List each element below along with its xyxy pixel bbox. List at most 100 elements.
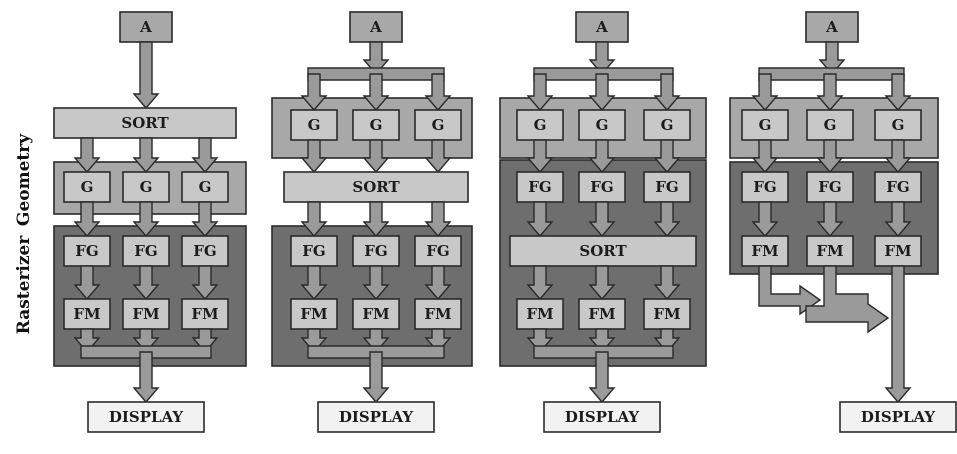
stage-box-3-1-3 (643, 109, 691, 141)
arrow-fg-fm-1-2 (191, 265, 219, 301)
arrow-split-g-3-1 (588, 73, 616, 112)
arrow-fg-fm-4-1 (816, 201, 844, 238)
stage-box-4-1-2 (806, 109, 854, 141)
stage-label-4-2-2: FG (818, 178, 841, 196)
stage-label-2-4-3: FM (424, 305, 451, 323)
arrow-sort-fm-3-1 (588, 265, 616, 301)
stage-box-3-4-2 (578, 298, 626, 330)
stage-label-1-2-2: G (140, 178, 153, 196)
stage-box-2-1-3 (414, 109, 462, 141)
arrow-fg-fm-2-1 (362, 265, 390, 301)
stage-label-1-3-2: FG (134, 242, 157, 260)
sort-bar-3 (509, 235, 697, 267)
arrow-sort-fg-2-1 (362, 201, 390, 238)
arrow-fm-merge-2-2 (424, 328, 452, 354)
stage-label-1-3-3: FG (193, 242, 216, 260)
display-box-4 (839, 401, 957, 433)
rasterizer-side-label: Rasterizer (14, 235, 34, 335)
display-label-4: DISPLAY (861, 408, 936, 426)
sort-label-3: SORT (579, 242, 627, 260)
arrow-g-fg-1-1 (132, 201, 160, 238)
source-label-1: A (139, 18, 152, 36)
display-box-3 (543, 401, 661, 433)
stage-label-4-1-3: G (892, 116, 905, 134)
stage-label-1-2-1: G (81, 178, 94, 196)
stage-box-2-4-1 (290, 298, 338, 330)
arrow-sort-fg-2-2 (424, 201, 452, 238)
arrow-split-g-4-0 (751, 73, 779, 112)
arrow-fm-merge-3-0 (526, 328, 554, 354)
arrow-display-2 (362, 351, 390, 404)
stage-label-3-4-2: FM (588, 305, 615, 323)
source-label-2: A (369, 18, 382, 36)
arrow-g-fg-4-1 (816, 139, 844, 174)
arrow-g-fg-4-2 (884, 139, 912, 174)
stage-label-1-2-3: G (199, 178, 212, 196)
display-label-3: DISPLAY (565, 408, 640, 426)
source-label-4: A (825, 18, 838, 36)
arrow-sort-fm-3-2 (653, 265, 681, 301)
stage-label-1-4-2: FM (132, 305, 159, 323)
arrow-g-fg-1-2 (191, 201, 219, 238)
arrow-src-4 (818, 41, 846, 76)
arrow-fg-fm-1-0 (73, 265, 101, 301)
arrow-sort-fg-2-0 (300, 201, 328, 238)
arrow-fm-merge-3-1 (588, 328, 616, 354)
stage-box-4-3-1 (741, 235, 789, 267)
stage-label-2-3-3: FG (426, 242, 449, 260)
sort-label-2: SORT (352, 178, 400, 196)
stage-box-4-2-3 (874, 171, 922, 203)
stage-label-4-3-2: FM (816, 242, 843, 260)
stage-label-3-1-1: G (534, 116, 547, 134)
arrow-split-g-2-0 (300, 73, 328, 112)
arrow-split-g-4-1 (816, 73, 844, 112)
arrow-split-g-2-2 (424, 73, 452, 112)
arrow-fg-fm-2-0 (300, 265, 328, 301)
arrow-split-g-4-2 (884, 73, 912, 112)
source-label-3: A (595, 18, 608, 36)
stage-box-4-1-3 (874, 109, 922, 141)
arrow-g-sort-2-0 (300, 139, 328, 174)
arrow-sort-fm-3-0 (526, 265, 554, 301)
arrow-display-3 (588, 351, 616, 404)
composite-arrow-4-2 (805, 265, 890, 334)
stage-box-1-2-2 (122, 171, 170, 203)
stage-box-4-3-2 (806, 235, 854, 267)
arrow-fg-sort-3-0 (526, 201, 554, 238)
stage-label-2-4-1: FM (300, 305, 327, 323)
stage-box-2-4-2 (352, 298, 400, 330)
arrow-fg-fm-1-1 (132, 265, 160, 301)
stage-box-1-4-2 (122, 298, 170, 330)
stage-label-1-4-1: FM (73, 305, 100, 323)
arrow-fg-sort-3-1 (588, 201, 616, 238)
arrow-src-1 (132, 41, 160, 110)
arrow-sort-g-1-0 (73, 137, 101, 174)
arrow-fg-fm-4-2 (884, 201, 912, 238)
sort-bar-1 (53, 107, 237, 139)
arrow-g-fg-1-0 (73, 201, 101, 238)
stage-label-2-4-2: FM (362, 305, 389, 323)
stage-label-1-3-1: FG (75, 242, 98, 260)
stage-box-1-2-3 (181, 171, 229, 203)
stage-box-2-1-1 (290, 109, 338, 141)
sort-label-1: SORT (121, 114, 169, 132)
geometry-side-label: Geometry (14, 133, 34, 226)
arrow-fg-fm-2-2 (424, 265, 452, 301)
arrow-fm-merge-1-2 (191, 328, 219, 354)
arrow-fm-merge-1-0 (73, 328, 101, 354)
arrow-fm-merge-3-2 (653, 328, 681, 354)
arrow-g-sort-2-2 (424, 139, 452, 174)
stage-label-1-4-3: FM (191, 305, 218, 323)
arrow-display-4 (884, 265, 912, 404)
display-box-1 (87, 401, 205, 433)
arrow-g-fg-3-2 (653, 139, 681, 174)
arrow-fg-fm-4-0 (751, 201, 779, 238)
stage-label-4-2-3: FG (886, 178, 909, 196)
arrow-fm-merge-1-1 (132, 328, 160, 354)
stage-label-4-1-2: G (824, 116, 837, 134)
arrow-display-1 (132, 351, 160, 404)
stage-label-3-4-3: FM (653, 305, 680, 323)
arrow-src-2 (362, 41, 390, 76)
stage-label-4-3-1: FM (751, 242, 778, 260)
